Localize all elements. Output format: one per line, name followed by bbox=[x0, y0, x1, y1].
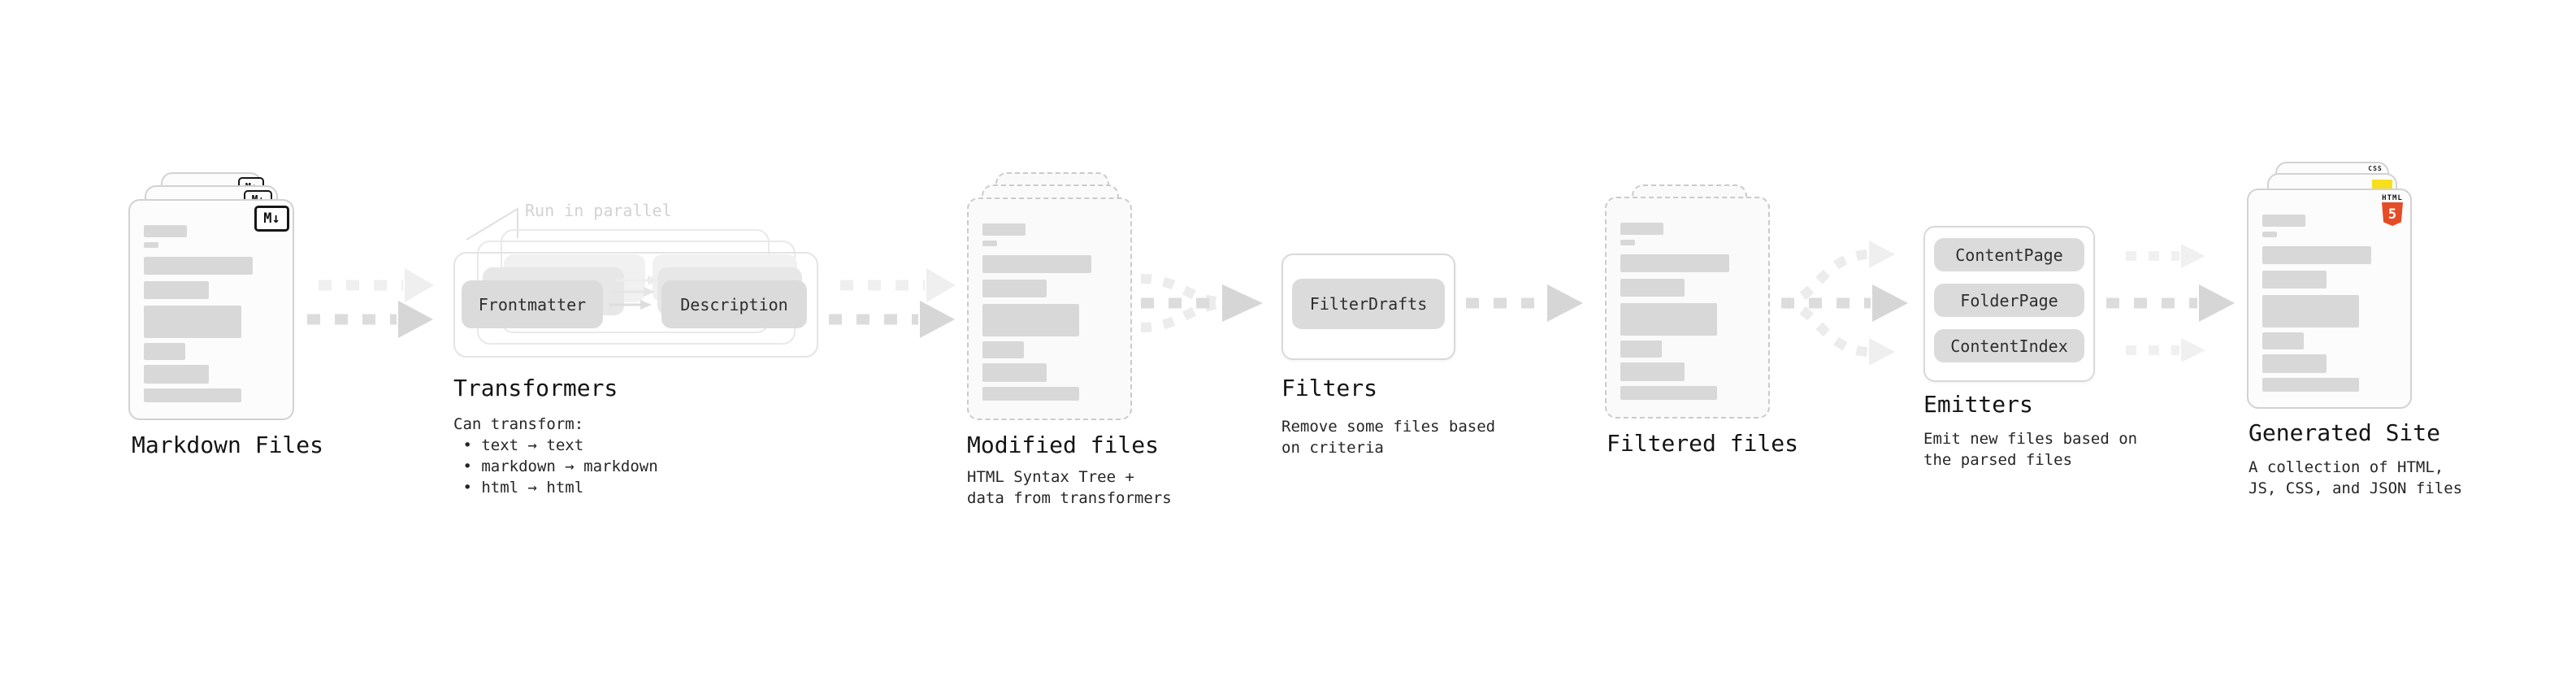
stage-label-filters: Filters bbox=[1281, 375, 1378, 401]
filterdrafts-chip: FilterDrafts bbox=[1292, 279, 1445, 329]
run-in-parallel-annotation: Run in parallel bbox=[525, 201, 672, 220]
arrow-markdown-to-transformers bbox=[301, 258, 447, 348]
content-bar bbox=[982, 387, 1079, 401]
stage-generated-site: CSS HTML 5 Generated Site A collection o… bbox=[2247, 162, 2474, 503]
stage-label-markdown-files: Markdown Files bbox=[132, 432, 324, 458]
transform-arrow-icon bbox=[615, 274, 662, 287]
content-bar bbox=[1620, 340, 1663, 358]
content-bar bbox=[144, 306, 241, 338]
content-bar bbox=[144, 242, 159, 248]
transformer-card-front bbox=[453, 252, 818, 358]
stage-filters: FilterDrafts Filters Remove some files b… bbox=[1281, 254, 1496, 497]
content-bar bbox=[982, 280, 1047, 297]
stage-label-transformers: Transformers bbox=[453, 375, 618, 401]
document-card-front bbox=[967, 197, 1132, 420]
content-bar bbox=[1620, 362, 1685, 381]
html5-icon: HTML 5 bbox=[2382, 194, 2403, 226]
content-bar bbox=[982, 255, 1091, 273]
content-bar bbox=[2262, 232, 2278, 237]
content-bar bbox=[982, 304, 1079, 336]
content-bar bbox=[1620, 223, 1663, 235]
stage-modified-files: Modified files HTML Syntax Tree + data f… bbox=[967, 172, 1178, 514]
description-chip: Description bbox=[661, 280, 807, 328]
content-bar bbox=[144, 343, 186, 360]
stage-label-emitters: Emitters bbox=[1923, 391, 2033, 418]
contentpage-chip: ContentPage bbox=[1934, 238, 2084, 271]
content-bar bbox=[144, 257, 254, 275]
content-bar bbox=[982, 363, 1047, 382]
arrow-filtered-to-emitters-fanout bbox=[1776, 234, 1919, 372]
folderpage-chip: FolderPage bbox=[1934, 284, 2084, 317]
content-bar bbox=[2262, 295, 2359, 327]
arrow-emitters-to-generated bbox=[2103, 234, 2245, 372]
annotation-leader-line bbox=[455, 199, 528, 248]
stage-caption-emitters: Emit new files based on the parsed files bbox=[1923, 430, 2138, 469]
stage-label-generated-site: Generated Site bbox=[2249, 419, 2441, 446]
arrow-modified-to-filters-merge bbox=[1136, 256, 1274, 354]
content-bar bbox=[982, 341, 1025, 358]
stage-label-filtered-files: Filtered files bbox=[1607, 430, 1799, 457]
stage-caption-transformers: Can transform: • text → text • markdown … bbox=[453, 415, 658, 497]
document-content-placeholder bbox=[1620, 223, 1754, 400]
content-bar bbox=[144, 388, 241, 402]
content-bar bbox=[982, 241, 998, 246]
content-bar bbox=[2262, 354, 2327, 373]
stage-caption-filters: Remove some files based on criteria bbox=[1281, 418, 1496, 457]
arrow-filters-to-filtered bbox=[1459, 258, 1594, 348]
document-card-front bbox=[128, 199, 294, 420]
stage-caption-generated-site: A collection of HTML, JS, CSS, and JSON … bbox=[2249, 458, 2463, 497]
stage-markdown-files: M↓ M↓ M↓ Markdown Files bbox=[128, 162, 340, 503]
content-bar bbox=[1620, 386, 1717, 400]
document-content-placeholder bbox=[982, 223, 1117, 401]
stage-caption-modified-files: HTML Syntax Tree + data from transformer… bbox=[967, 468, 1172, 507]
content-bar bbox=[144, 281, 209, 299]
content-bar bbox=[2262, 332, 2305, 349]
transform-arrow-icon bbox=[608, 298, 655, 311]
content-bar bbox=[144, 225, 188, 237]
content-bar bbox=[144, 365, 209, 384]
content-bar bbox=[1620, 303, 1717, 336]
content-bar bbox=[982, 223, 1026, 236]
content-bar bbox=[1620, 254, 1729, 272]
transform-arrow-icon bbox=[611, 285, 658, 298]
content-bar bbox=[1620, 279, 1685, 297]
content-bar bbox=[2262, 378, 2359, 392]
stage-filtered-files: Filtered files bbox=[1605, 184, 1816, 510]
markdown-icon: M↓ bbox=[254, 206, 289, 232]
content-bar bbox=[2262, 215, 2305, 227]
document-content-placeholder bbox=[2262, 215, 2396, 392]
stage-label-modified-files: Modified files bbox=[967, 432, 1160, 458]
content-bar bbox=[2262, 246, 2371, 264]
frontmatter-chip: Frontmatter bbox=[462, 280, 603, 328]
stage-transformers: Run in parallel Frontmatter Description … bbox=[453, 199, 835, 508]
content-bar bbox=[2262, 271, 2327, 288]
document-card-front bbox=[2247, 189, 2412, 409]
content-bar bbox=[1620, 240, 1636, 245]
arrow-transformers-to-modified bbox=[822, 258, 969, 348]
contentindex-chip: ContentIndex bbox=[1934, 329, 2084, 362]
document-content-placeholder bbox=[144, 225, 279, 402]
document-card-front bbox=[1605, 197, 1770, 419]
stage-emitters: ContentPage FolderPage ContentIndex Emit… bbox=[1923, 226, 2138, 486]
